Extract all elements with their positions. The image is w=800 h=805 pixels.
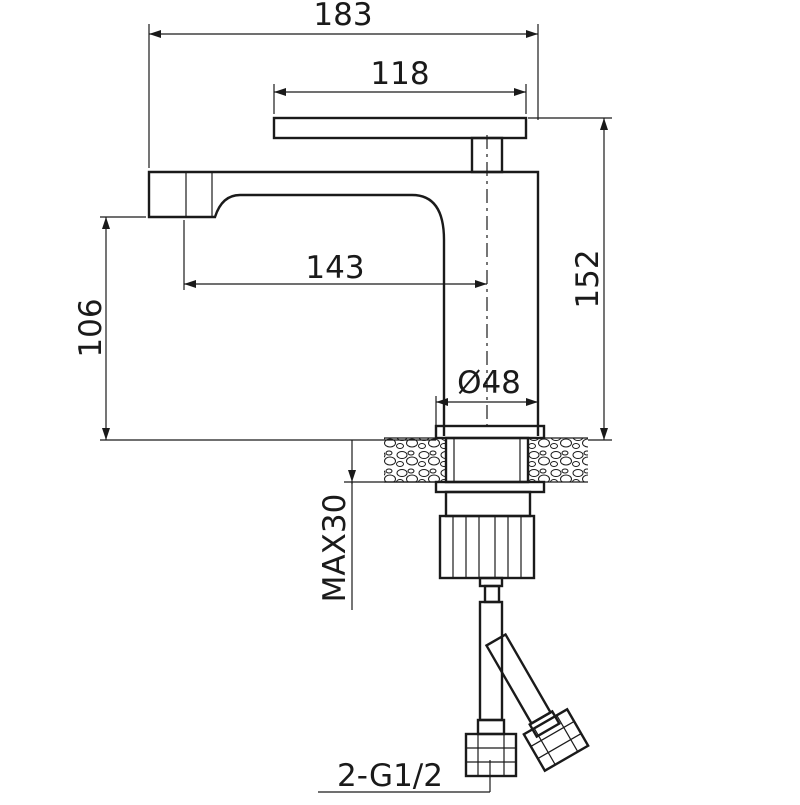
dim-max-thickness: MAX30 xyxy=(317,494,353,603)
dim-base-diameter: Ø48 xyxy=(457,365,521,401)
dim-spout-height: 106 xyxy=(73,298,109,357)
base-collar xyxy=(434,424,546,440)
hex-nut-left xyxy=(464,732,518,778)
dim-spout-reach: 143 xyxy=(305,250,364,286)
dim-total-height: 152 xyxy=(570,249,606,308)
lock-nut xyxy=(438,514,536,580)
dimension-118: 118 xyxy=(273,56,527,114)
countertop-section xyxy=(384,436,588,484)
dim-connection: 2-G1/2 xyxy=(337,758,443,794)
dimension-d48: Ø48 xyxy=(435,365,539,426)
dimension-106: 106 xyxy=(73,216,436,441)
hex-nut-right xyxy=(522,707,590,773)
faucet-body xyxy=(147,116,546,440)
handle-lever xyxy=(272,116,528,140)
dimension-max30: MAX30 xyxy=(317,440,440,610)
dim-handle-length: 118 xyxy=(370,56,429,92)
dim-overall-width: 183 xyxy=(313,0,372,33)
spout-outline xyxy=(147,170,540,436)
dimension-183: 183 xyxy=(148,0,539,168)
flexible-hoses xyxy=(464,600,590,778)
dimension-152: 152 xyxy=(528,117,612,441)
dimension-connection: 2-G1/2 xyxy=(318,758,491,794)
dimension-143: 143 xyxy=(183,220,487,290)
lock-nut-assembly xyxy=(434,480,546,604)
